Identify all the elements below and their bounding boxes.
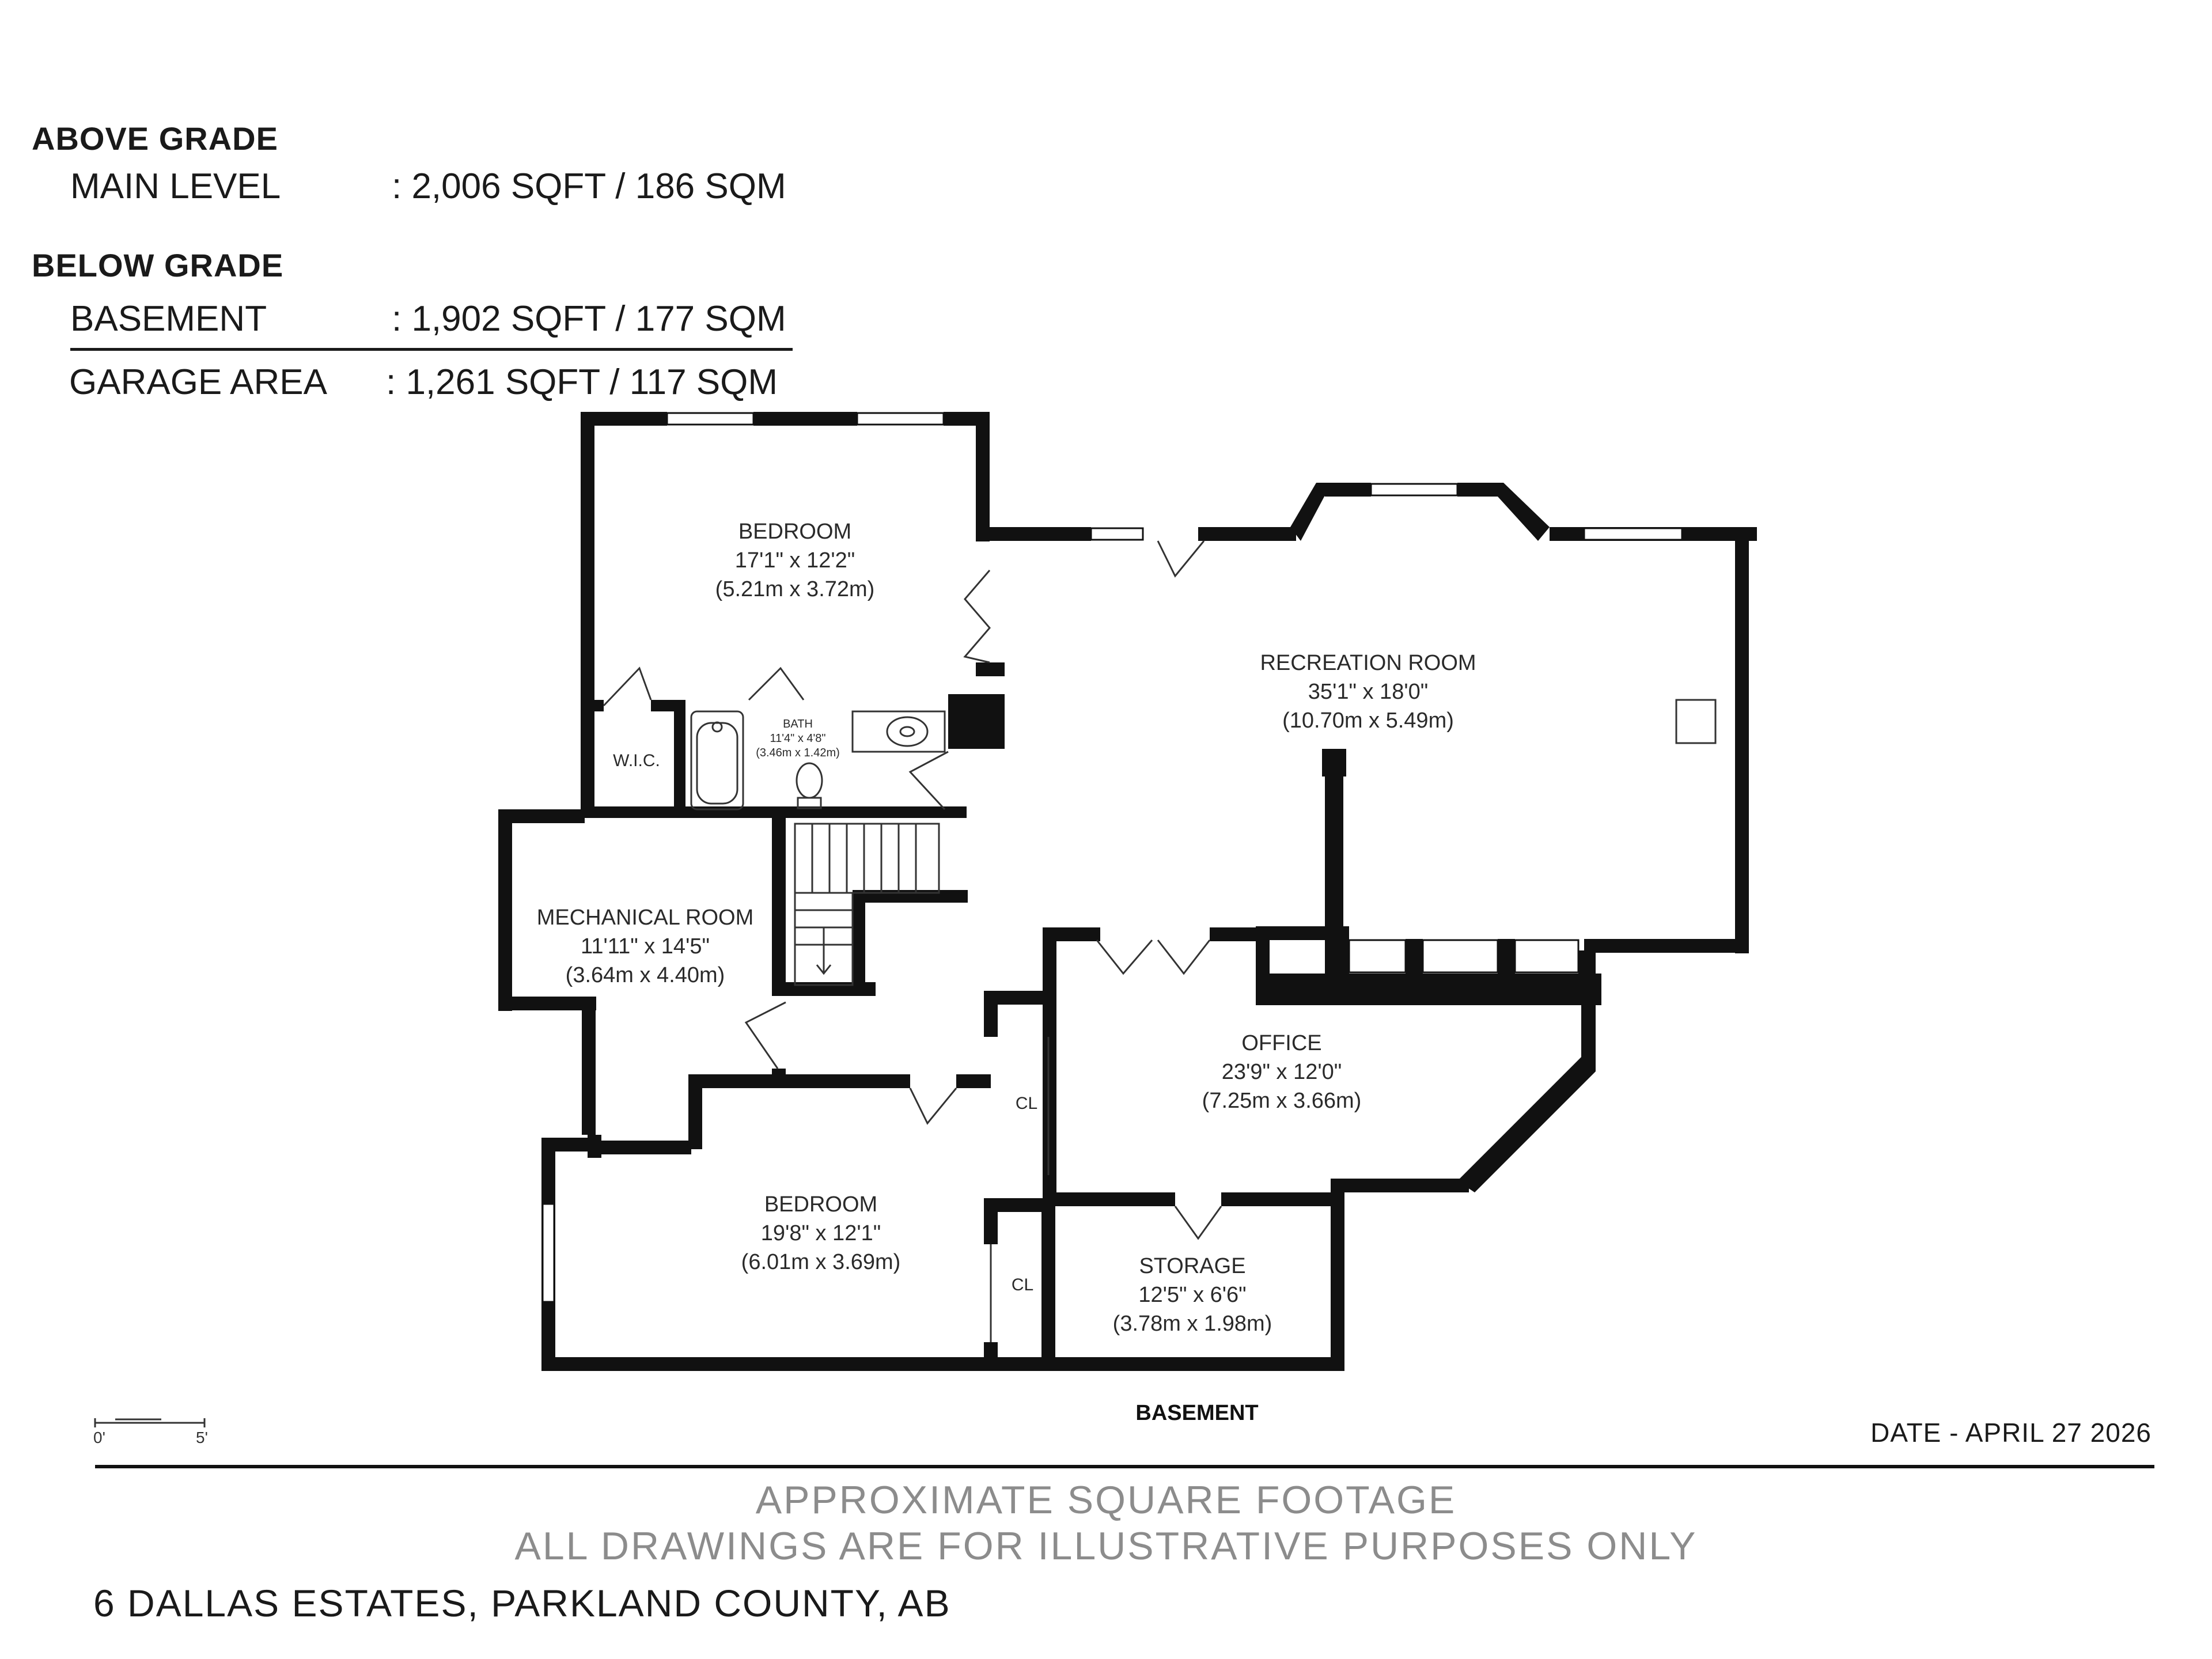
stairs xyxy=(794,823,940,986)
footer-divider xyxy=(95,1465,2154,1468)
office-metric: (7.25m x 3.66m) xyxy=(1202,1089,1362,1113)
garage-label: GARAGE AREA xyxy=(69,362,327,402)
bedroom-bottom-dims: 19'8" x 12'1" xyxy=(761,1221,881,1245)
basement-label: BASEMENT xyxy=(70,299,267,339)
bedroom-top-dims: 17'1" x 12'2" xyxy=(735,548,855,573)
disclaimer-line-1: APPROXIMATE SQUARE FOOTAGE xyxy=(755,1478,1457,1522)
windows xyxy=(541,412,1683,1303)
scale-start-label: 0' xyxy=(93,1429,105,1446)
below-grade-title: BELOW GRADE xyxy=(32,247,284,283)
bedroom-bottom-name: BEDROOM xyxy=(764,1192,877,1217)
address-text: 6 DALLAS ESTATES, PARKLAND COUNTY, AB xyxy=(93,1582,951,1624)
mechanical-dims: 11'11" x 14'5" xyxy=(581,934,710,959)
office-dims: 23'9" x 12'0" xyxy=(1222,1060,1342,1084)
scale-end-label: 5' xyxy=(196,1429,208,1446)
bath-metric: (3.46m x 1.42m) xyxy=(756,747,840,759)
wic-name: W.I.C. xyxy=(613,751,660,770)
walls xyxy=(498,412,1757,1371)
fixtures xyxy=(690,699,1717,810)
disclaimer-line-2: ALL DRAWINGS ARE FOR ILLUSTRATIVE PURPOS… xyxy=(514,1524,1698,1568)
main-level-value: : 2,006 SQFT / 186 SQM xyxy=(392,166,786,206)
storage-metric: (3.78m x 1.98m) xyxy=(1113,1312,1272,1336)
basement-value: : 1,902 SQFT / 177 SQM xyxy=(392,299,786,339)
recreation-dims: 35'1" x 18'0" xyxy=(1308,680,1428,704)
mechanical-metric: (3.64m x 4.40m) xyxy=(566,963,725,987)
date-text: DATE - APRIL 27 2026 xyxy=(1870,1418,2152,1448)
scale-bar xyxy=(94,1418,206,1427)
bath-name: BATH xyxy=(783,718,813,730)
bedroom-top-metric: (5.21m x 3.72m) xyxy=(715,577,875,601)
closet-1-name: CL xyxy=(1016,1094,1037,1113)
bedroom-top-name: BEDROOM xyxy=(738,520,851,544)
basement-underline xyxy=(70,348,793,351)
storage-dims: 12'5" x 6'6" xyxy=(1138,1283,1246,1307)
closet-2-name: CL xyxy=(1012,1275,1033,1294)
storage-name: STORAGE xyxy=(1139,1254,1245,1278)
office-name: OFFICE xyxy=(1241,1031,1321,1055)
garage-row: GARAGE AREA : 1,261 SQFT / 117 SQM xyxy=(0,362,835,408)
recreation-name: RECREATION ROOM xyxy=(1260,651,1476,675)
recreation-metric: (10.70m x 5.49m) xyxy=(1282,709,1454,733)
doors xyxy=(603,540,1222,1342)
garage-value: : 1,261 SQFT / 117 SQM xyxy=(386,362,778,402)
basement-row: BASEMENT : 1,902 SQFT / 177 SQM xyxy=(0,298,835,344)
main-level-row: MAIN LEVEL : 2,006 SQFT / 186 SQM xyxy=(0,166,835,212)
bath-dims: 11'4" x 4'8" xyxy=(770,732,825,745)
floor-label: BASEMENT xyxy=(1135,1401,1258,1425)
bedroom-bottom-metric: (6.01m x 3.69m) xyxy=(741,1250,901,1274)
above-grade-title: ABOVE GRADE xyxy=(32,120,278,157)
mechanical-name: MECHANICAL ROOM xyxy=(537,906,754,930)
room-labels: BEDROOM 17'1" x 12'2" (5.21m x 3.72m) RE… xyxy=(537,520,1476,1336)
main-level-label: MAIN LEVEL xyxy=(70,166,281,206)
